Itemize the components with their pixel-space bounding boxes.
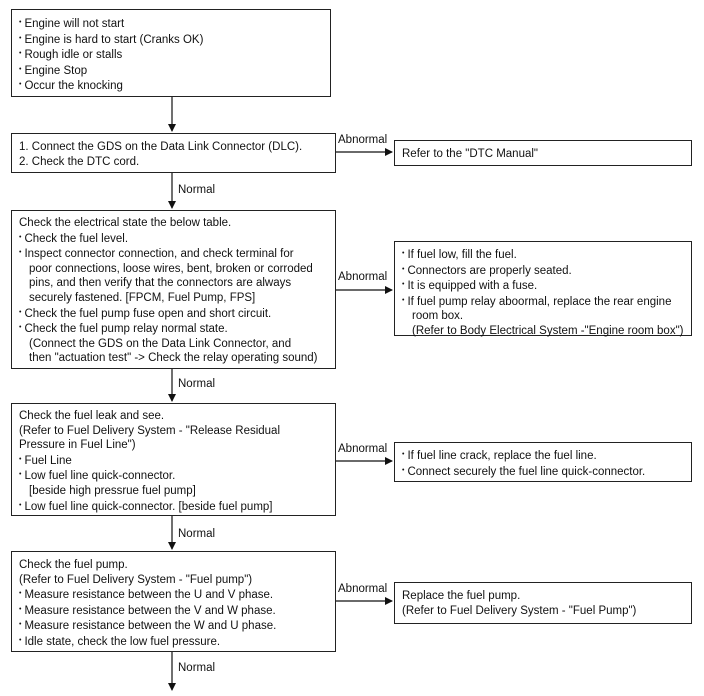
symptom-item: Rough idle or stalls — [19, 47, 330, 63]
step1-line: 2. Check the DTC cord. — [19, 155, 140, 168]
step2-bullet-cont: then "actuation test" -> Check the relay… — [29, 352, 318, 365]
step4-box: Check the fuel pump. (Refer to Fuel Deli… — [11, 551, 336, 652]
step1-normal-label: Normal — [178, 184, 216, 196]
symptom-item: Engine will not start — [19, 16, 330, 32]
step2-bullet-cont: poor connections, loose wires, bent, bro… — [29, 262, 313, 275]
step3-bullet-cont: [beside high pressrue fuel pump] — [29, 484, 196, 497]
step2-result-item: If fuel low, fill the fuel. — [402, 247, 691, 263]
step3-intro: Check the fuel leak and see. — [19, 410, 165, 422]
step2-abnormal-label: Abnormal — [338, 271, 388, 283]
step3-result-box: If fuel line crack, replace the fuel lin… — [394, 442, 692, 482]
dtc-result-box: Refer to the "DTC Manual" — [394, 140, 692, 166]
step4-bullet: Measure resistance between the W and U p… — [19, 618, 335, 634]
step3-normal-label: Normal — [178, 528, 216, 540]
step4-bullet: Measure resistance between the V and W p… — [19, 603, 335, 619]
step2-result-box: If fuel low, fill the fuel. Connectors a… — [394, 241, 692, 337]
step1-line: 1. Connect the GDS on the Data Link Conn… — [19, 141, 303, 153]
step2-normal-label: Normal — [178, 378, 216, 390]
symptoms-box: Engine will not start Engine is hard to … — [11, 9, 331, 97]
step3-abnormal-label: Abnormal — [338, 443, 388, 455]
step2-result-cont: (Refer to Body Electrical System -"Engin… — [412, 324, 684, 337]
step3-result-item: Connect securely the fuel line quick-con… — [402, 464, 691, 480]
step3-bullet: Fuel Line — [19, 453, 335, 469]
step3-bullet: Low fuel line quick-connector. [beside f… — [19, 499, 335, 515]
step4-result-box: Replace the fuel pump. (Refer to Fuel De… — [394, 582, 692, 624]
step4-result-item: Replace the fuel pump. — [402, 590, 521, 602]
step2-bullet-cont: securely fastened. [FPCM, Fuel Pump, FPS… — [29, 291, 256, 304]
step2-bullet-cont: pins, and then verify that the connector… — [29, 277, 292, 290]
step3-result-item: If fuel line crack, replace the fuel lin… — [402, 448, 691, 464]
step4-normal-label: Normal — [178, 662, 216, 674]
step4-result-item: (Refer to Fuel Delivery System - "Fuel P… — [402, 604, 637, 617]
step3-bullet: Low fuel line quick-connector. — [19, 468, 335, 484]
step1-box: 1. Connect the GDS on the Data Link Conn… — [11, 133, 336, 173]
step1-abnormal-label: Abnormal — [338, 134, 388, 146]
step2-intro: Check the electrical state the below tab… — [19, 217, 232, 229]
step2-result-item: If fuel pump relay aboormal, replace the… — [402, 294, 691, 310]
step3-box: Check the fuel leak and see. (Refer to F… — [11, 403, 336, 516]
symptom-item: Engine Stop — [19, 63, 330, 79]
step2-result-item: Connectors are properly seated. — [402, 263, 691, 279]
step4-bullet: Measure resistance between the U and V p… — [19, 587, 335, 603]
symptom-item: Engine is hard to start (Cranks OK) — [19, 32, 330, 48]
step4-intro: Check the fuel pump. — [19, 559, 128, 571]
step2-box: Check the electrical state the below tab… — [11, 210, 336, 369]
step2-result-cont: room box. — [412, 310, 464, 323]
step4-ref: (Refer to Fuel Delivery System - "Fuel p… — [19, 573, 253, 586]
step2-bullet: Inspect connector connection, and check … — [19, 246, 335, 262]
step4-abnormal-label: Abnormal — [338, 583, 388, 595]
step2-bullet: Check the fuel level. — [19, 231, 335, 247]
step2-bullet: Check the fuel pump fuse open and short … — [19, 306, 335, 322]
dtc-result-text: Refer to the "DTC Manual" — [402, 148, 538, 160]
step2-bullet: Check the fuel pump relay normal state. — [19, 321, 335, 337]
step2-result-item: It is equipped with a fuse. — [402, 278, 691, 294]
step3-ref: Pressure in Fuel Line") — [19, 439, 136, 452]
step4-bullet: Idle state, check the low fuel pressure. — [19, 634, 335, 650]
symptom-item: Occur the knocking — [19, 78, 330, 94]
step3-ref: (Refer to Fuel Delivery System - "Releas… — [19, 424, 281, 437]
step2-bullet-cont: (Connect the GDS on the Data Link Connec… — [29, 337, 292, 350]
